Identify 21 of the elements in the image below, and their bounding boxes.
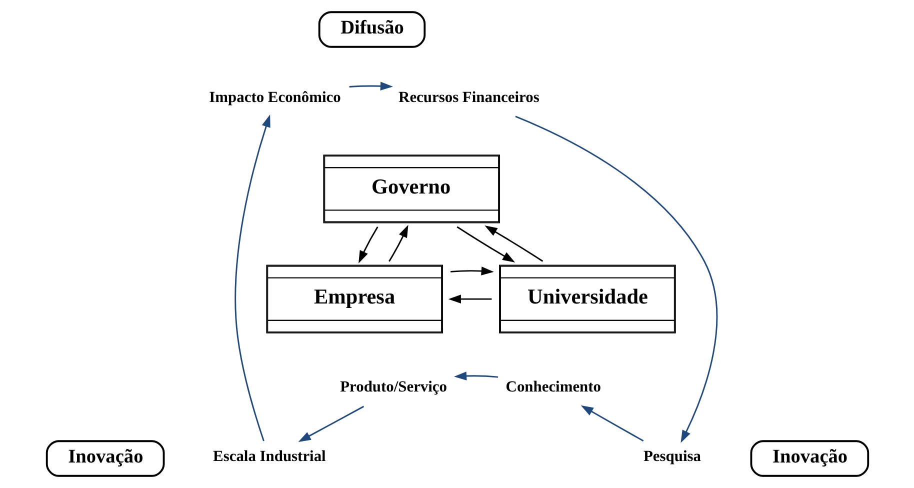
arrow <box>234 114 270 442</box>
node-text: Pesquisa <box>642 448 700 466</box>
node-box: Difusão <box>318 11 426 48</box>
arrow <box>514 116 718 443</box>
arrow <box>348 82 392 91</box>
node-box: Inovação <box>750 440 869 477</box>
node-text: Recursos Financeiros <box>398 88 539 106</box>
node-text: Impacto Econômico <box>208 88 340 106</box>
arrow <box>456 226 515 262</box>
arrow <box>388 224 408 262</box>
arrow <box>358 226 378 264</box>
arrow <box>484 226 543 262</box>
arrow <box>448 294 492 304</box>
node-box: Inovação <box>45 440 164 477</box>
arrow <box>450 266 494 276</box>
node-text: Escala Industrial <box>212 448 326 466</box>
arrow <box>453 372 498 380</box>
node-text: Produto/Serviço <box>340 378 447 396</box>
node-text: Conhecimento <box>505 378 601 396</box>
arrow <box>580 405 644 442</box>
arrow <box>298 406 364 442</box>
